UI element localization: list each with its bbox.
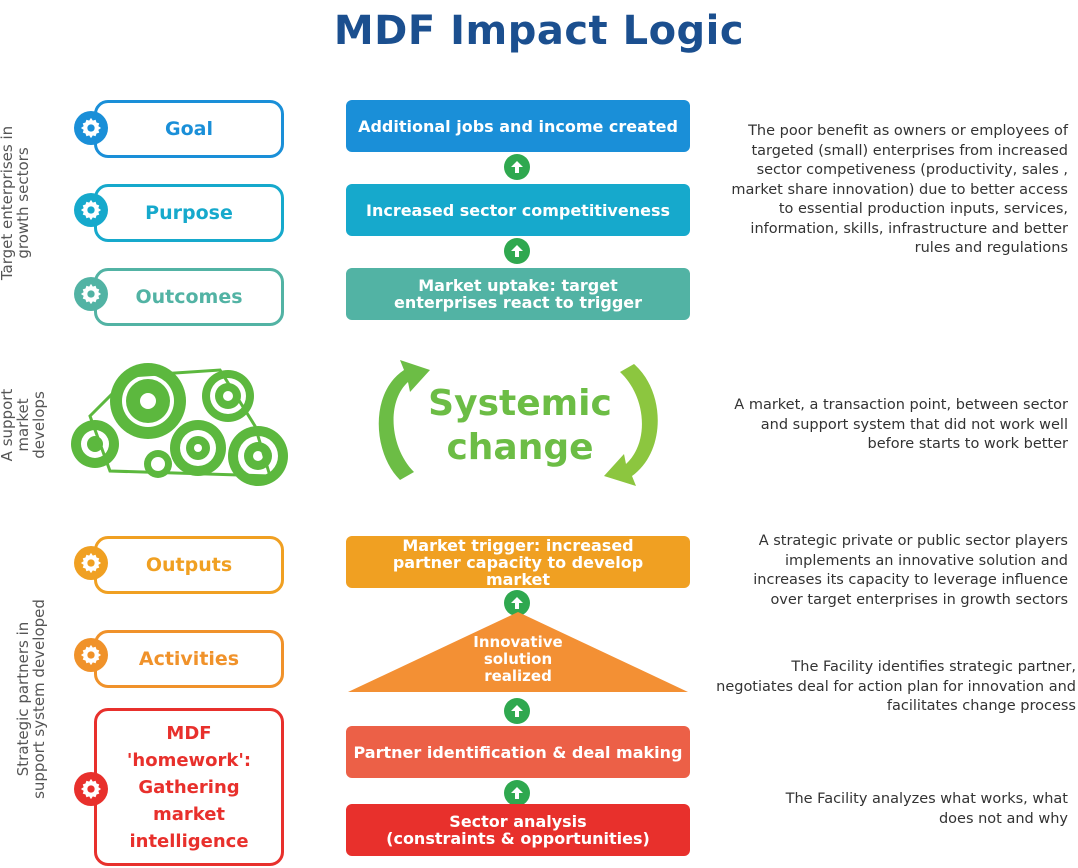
outcomes-box: Outcomes <box>94 268 284 326</box>
purpose-box: Purpose <box>94 184 284 242</box>
homework-label: MDF 'homework': Gathering market intelli… <box>126 722 252 852</box>
sector-center-subtext: (constraints & opportunities) <box>386 829 650 848</box>
purpose-label: Purpose <box>145 202 233 224</box>
up-arrow-icon <box>504 698 530 724</box>
gear-icon <box>170 420 226 476</box>
systemic-text: Systemic <box>428 383 612 424</box>
up-arrow-icon <box>504 238 530 264</box>
up-arrow-icon <box>504 154 530 180</box>
description-top: The poor benefit as owners or employees … <box>731 123 1068 256</box>
goal-box: Goal <box>94 100 284 158</box>
sector-center-text: Sector analysis <box>449 812 587 831</box>
gears-illustration <box>71 363 288 486</box>
sector-center-box: Sector analysis (constraints & opportuni… <box>346 804 690 856</box>
gear-icon <box>74 193 108 227</box>
outputs-box: Outputs <box>94 536 284 594</box>
gear-icon <box>202 370 254 422</box>
gear-icon <box>74 772 108 806</box>
innovative-solution-text: Innovative solution realized <box>473 633 563 685</box>
curved-arrow-icon <box>604 364 658 486</box>
goal-label: Goal <box>165 118 213 140</box>
side-label-target-enterprises: Target enterprises in growth sectors <box>0 125 32 281</box>
description-middle: A market, a transaction point, between s… <box>734 397 1068 452</box>
gear-icon <box>110 363 186 439</box>
activities-box: Activities <box>94 630 284 688</box>
partner-center-text: Partner identification & deal making <box>353 742 683 762</box>
outputs-center-box: Market trigger: increased partner capaci… <box>346 536 690 588</box>
gear-icon <box>74 638 108 672</box>
activities-label: Activities <box>138 648 240 670</box>
description-homework: The Facility analyzes what works, what d… <box>785 791 1068 827</box>
innovative-triangle <box>348 612 688 692</box>
outcomes-center-text: Market uptake: target enterprises react … <box>393 276 643 312</box>
partner-center-box: Partner identification & deal making <box>346 726 690 778</box>
page-title: MDF Impact Logic <box>333 8 745 54</box>
gear-icon <box>74 546 108 580</box>
change-text: change <box>446 427 594 468</box>
homework-box: MDF 'homework': Gathering market intelli… <box>94 708 284 866</box>
systemic-change-arrows <box>378 360 658 486</box>
curved-arrow-icon <box>378 360 430 480</box>
outcomes-label: Outcomes <box>135 286 243 308</box>
description-activities: The Facility identifies strategic partne… <box>716 659 1076 714</box>
goal-center-text: Additional jobs and income created <box>358 116 678 136</box>
gear-icon <box>74 277 108 311</box>
up-arrow-icon <box>504 780 530 806</box>
purpose-center-box: Increased sector competitiveness <box>346 184 690 236</box>
outcomes-center-box: Market uptake: target enterprises react … <box>346 268 690 320</box>
gear-icon <box>228 426 288 486</box>
side-label-support-market: A support market develops <box>0 388 48 462</box>
outputs-center-text: Market trigger: increased partner capaci… <box>392 535 644 589</box>
gear-icon <box>74 111 108 145</box>
goal-center-box: Additional jobs and income created <box>346 100 690 152</box>
outputs-label: Outputs <box>145 554 233 576</box>
systemic-change-label: Systemic change <box>420 382 620 470</box>
up-arrow-icon <box>504 590 530 616</box>
side-label-strategic-partners: Strategic partners in support system dev… <box>14 599 48 799</box>
description-outputs: A strategic private or public sector pla… <box>753 533 1068 608</box>
purpose-center-text: Increased sector competitiveness <box>365 200 670 220</box>
